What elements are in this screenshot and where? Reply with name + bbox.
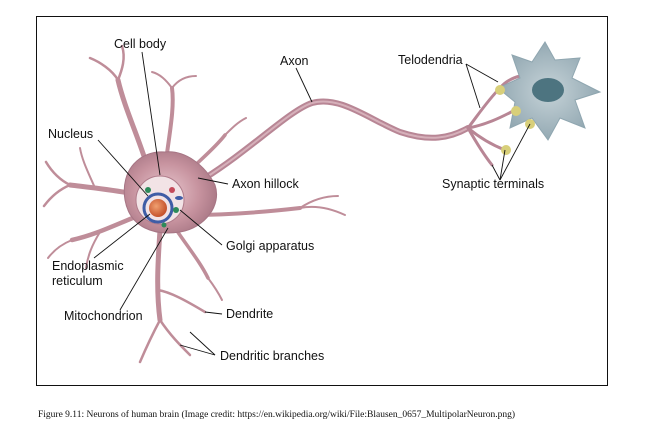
label-dendrite: Dendrite [226, 307, 273, 321]
cell-body [123, 151, 217, 234]
label-golgi-apparatus: Golgi apparatus [226, 239, 314, 253]
golgi-shape [175, 196, 183, 200]
label-reticulum: reticulum [52, 274, 103, 288]
leader-lines [93, 51, 531, 356]
target-cell [495, 41, 602, 155]
label-dendritic-branches: Dendritic branches [220, 349, 324, 363]
label-synaptic-terminals: Synaptic terminals [442, 177, 544, 191]
label-nucleus: Nucleus [48, 127, 93, 141]
nucleus-shape [149, 199, 167, 217]
axon [202, 98, 471, 181]
endoplasmic-reticulum-shape [142, 192, 174, 224]
label-endoplasmic: Endoplasmic [52, 259, 124, 273]
synaptic-terminal [511, 106, 521, 116]
label-cell-body: Cell body [114, 37, 167, 51]
synaptic-terminal [501, 145, 511, 155]
figure-caption: Figure 9.11: Neurons of human brain (Ima… [38, 410, 516, 420]
synaptic-terminal [495, 85, 505, 95]
label-telodendria: Telodendria [398, 53, 463, 67]
label-axon-hillock: Axon hillock [232, 177, 299, 191]
label-axon: Axon [280, 54, 309, 68]
target-nucleus [532, 78, 564, 102]
labels: Cell body Axon Telodendria Nucleus Axon … [48, 37, 544, 363]
label-mitochondrion: Mitochondrion [64, 309, 143, 323]
